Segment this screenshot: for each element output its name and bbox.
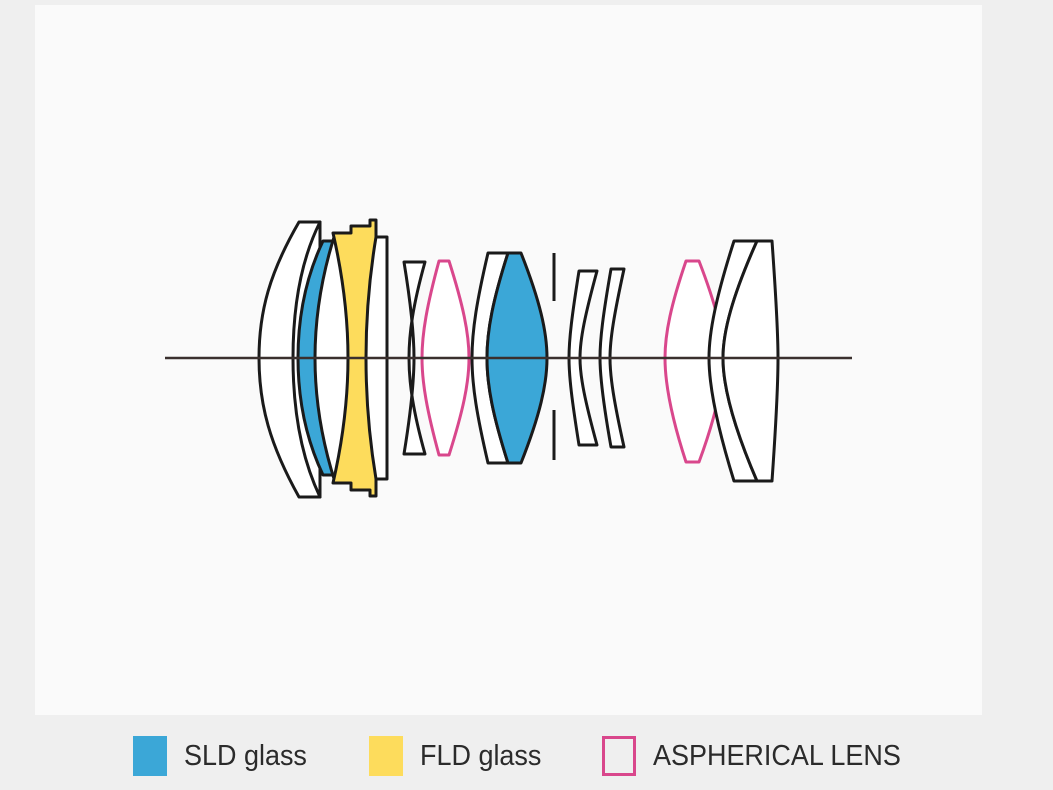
lens-cross-section-svg: [165, 218, 852, 499]
legend-item-fld: FLD glass: [368, 732, 551, 780]
sld-glass-label: SLD glass: [184, 739, 308, 772]
lens-element-11-thin-meniscus-a: [567, 269, 599, 447]
fld-glass-swatch: [368, 736, 403, 776]
legend-item-aspherical: ASPHERICAL LENS: [602, 732, 919, 780]
legend: SLD glass FLD glass ASPHERICAL LENS: [0, 722, 1053, 790]
aspherical-lens-swatch: [602, 736, 637, 776]
fld-glass-label: FLD glass: [419, 739, 541, 772]
aspherical-lens-label: ASPHERICAL LENS: [653, 739, 901, 772]
lens-element-12-thin-meniscus-b: [598, 267, 626, 449]
diagram-panel: [35, 5, 982, 715]
sld-glass-swatch: [133, 736, 168, 776]
lens-element-7-biconcave: [402, 260, 427, 456]
middle-group: [402, 251, 549, 465]
rear-group: [567, 239, 780, 483]
legend-item-sld: SLD glass: [133, 732, 316, 780]
lens-element-15-rear-biconvex: [721, 239, 780, 483]
